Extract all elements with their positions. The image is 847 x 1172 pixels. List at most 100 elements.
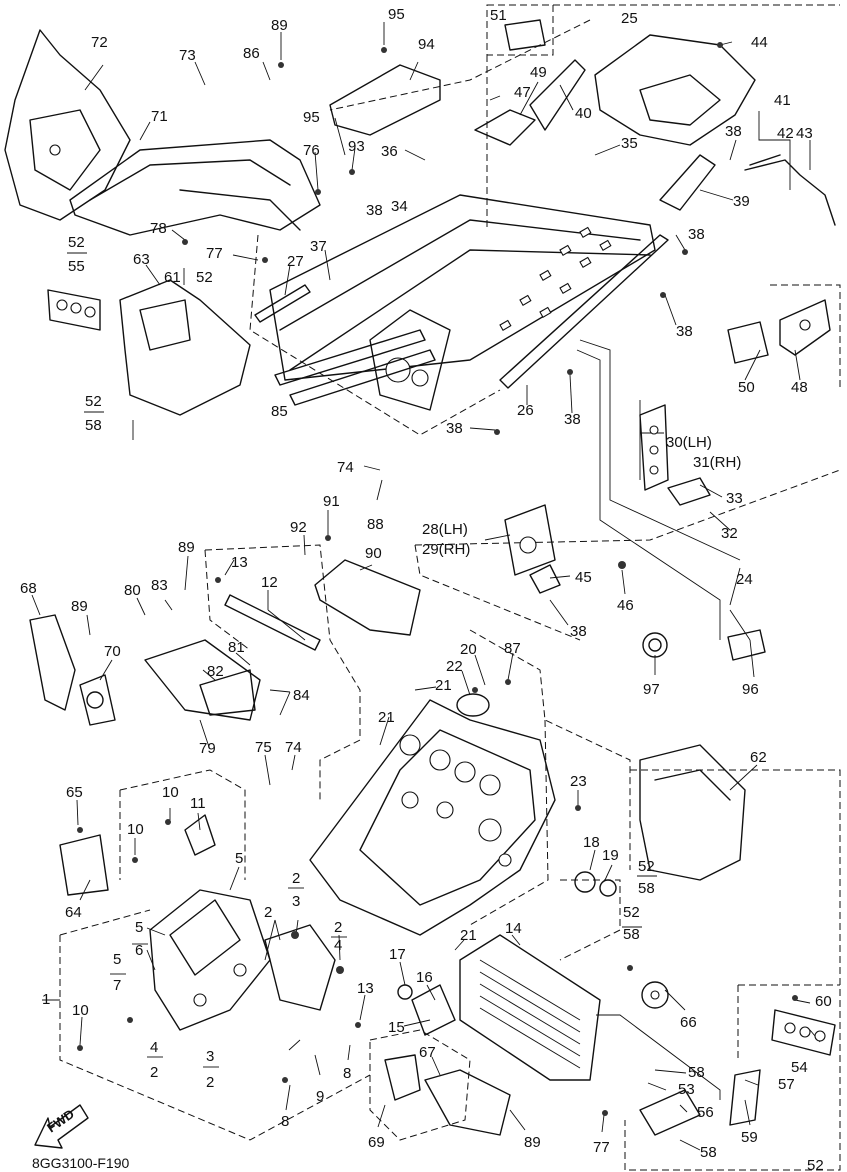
callout-52: 52 (68, 234, 85, 251)
callout-74: 74 (285, 739, 302, 756)
callout-77: 77 (593, 1139, 610, 1156)
callout-3: 3 (292, 893, 300, 910)
callout-90: 90 (365, 545, 382, 562)
callout-48: 48 (791, 379, 808, 396)
callout-38: 38 (564, 411, 581, 428)
callout-26: 26 (517, 402, 534, 419)
callout-87: 87 (504, 640, 521, 657)
callout-21: 21 (460, 927, 477, 944)
callout-43: 43 (796, 125, 813, 142)
callout-24: 24 (736, 571, 753, 588)
callout-44: 44 (751, 34, 768, 51)
callout-7: 7 (113, 977, 121, 994)
callout-56: 56 (697, 1104, 714, 1121)
callout-81: 81 (228, 639, 245, 656)
callout-6: 6 (135, 942, 143, 959)
callout-45: 45 (575, 569, 592, 586)
callout-69: 69 (368, 1134, 385, 1151)
callout-58: 58 (688, 1064, 705, 1081)
callout-89: 89 (524, 1134, 541, 1151)
front-frame-assembly (29, 577, 836, 1136)
callout-19: 19 (602, 847, 619, 864)
callout-11: 11 (190, 795, 206, 812)
callout-50: 50 (738, 379, 755, 396)
callout-labels: 95 89 51 25 44 72 73 86 94 49 47 40 41 7… (20, 6, 832, 1172)
callout-32: 32 (721, 525, 738, 542)
callout-25: 25 (621, 10, 638, 27)
callout-37: 37 (310, 238, 327, 255)
callout-30-lh: 30(LH) (666, 434, 712, 451)
callout-31-rh: 31(RH) (693, 454, 741, 471)
callout-10: 10 (72, 1002, 89, 1019)
callout-70: 70 (104, 643, 121, 660)
callout-35: 35 (621, 135, 638, 152)
callout-34: 34 (391, 198, 408, 215)
callout-52: 52 (638, 858, 655, 875)
callout-68: 68 (20, 580, 37, 597)
callout-17: 17 (389, 946, 406, 963)
callout-89: 89 (178, 539, 195, 556)
callout-13: 13 (357, 980, 374, 997)
callout-2: 2 (264, 904, 272, 921)
callout-39: 39 (733, 193, 750, 210)
callout-2: 2 (206, 1074, 214, 1091)
callout-42: 42 (777, 125, 794, 142)
callout-16: 16 (416, 969, 433, 986)
callout-15: 15 (388, 1019, 405, 1036)
callout-80: 80 (124, 582, 141, 599)
callout-38: 38 (570, 623, 587, 640)
callout-63: 63 (133, 251, 150, 268)
callout-52: 52 (196, 269, 213, 286)
callout-41: 41 (774, 92, 791, 109)
callout-89: 89 (271, 17, 288, 34)
callout-71: 71 (151, 108, 168, 125)
callout-79: 79 (199, 740, 216, 757)
callout-95: 95 (388, 6, 405, 23)
radiator-fins (479, 959, 581, 1069)
callout-83: 83 (151, 577, 168, 594)
fastener-bolts-lower (77, 577, 798, 1116)
callout-58: 58 (85, 417, 102, 434)
callout-65: 65 (66, 784, 83, 801)
callout-60: 60 (815, 993, 832, 1010)
callout-40: 40 (575, 105, 592, 122)
callout-38: 38 (688, 226, 705, 243)
callout-73: 73 (179, 47, 196, 64)
callout-2: 2 (334, 919, 342, 936)
callout-5: 5 (113, 951, 121, 968)
callout-58: 58 (623, 926, 640, 943)
callout-97: 97 (643, 681, 660, 698)
callout-4: 4 (150, 1039, 158, 1056)
callout-38: 38 (676, 323, 693, 340)
callout-95: 95 (303, 109, 320, 126)
callout-21: 21 (435, 677, 452, 694)
callout-22: 22 (446, 658, 463, 675)
callout-62: 62 (750, 749, 767, 766)
callout-57: 57 (778, 1076, 795, 1093)
callout-94: 94 (418, 36, 435, 53)
callout-59: 59 (741, 1129, 758, 1146)
callout-5: 5 (135, 919, 143, 936)
callout-88: 88 (367, 516, 384, 533)
callout-86: 86 (243, 45, 260, 62)
callout-52: 52 (85, 393, 102, 410)
callout-21: 21 (378, 709, 395, 726)
callout-23: 23 (570, 773, 587, 790)
fraction-bars (67, 252, 657, 1068)
tunnel-chassis-assembly (4, 19, 836, 661)
fastener-bolts (182, 42, 723, 569)
callout-54: 54 (791, 1059, 808, 1076)
callout-78: 78 (150, 220, 167, 237)
callout-8: 8 (281, 1113, 289, 1130)
callout-84: 84 (293, 687, 310, 704)
callout-38: 38 (725, 123, 742, 140)
callout-33: 33 (726, 490, 743, 507)
callout-61: 61 (164, 269, 181, 286)
callout-47: 47 (514, 84, 531, 101)
callout-85: 85 (271, 403, 288, 420)
callout-58: 58 (700, 1144, 717, 1161)
callout-52: 52 (623, 904, 640, 921)
callout-4: 4 (334, 937, 342, 954)
